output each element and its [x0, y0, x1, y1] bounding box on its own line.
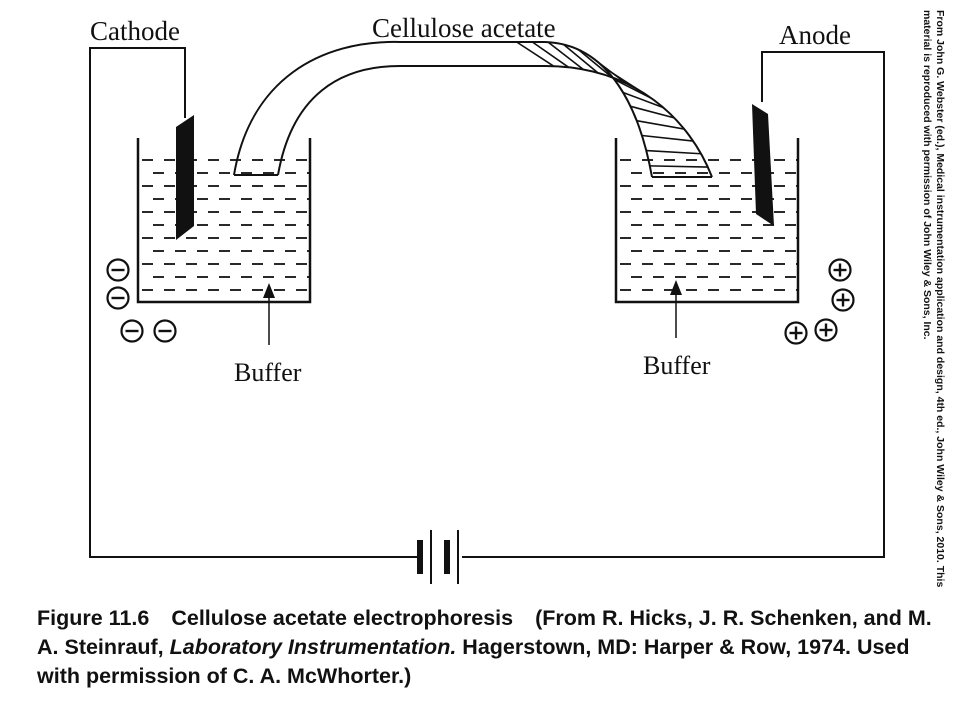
cathode-label: Cathode	[90, 16, 180, 46]
buffer-label-left: Buffer	[234, 358, 302, 387]
buffer-tank-left	[136, 138, 312, 304]
cellulose-acetate-strip	[233, 40, 713, 178]
negative-charges	[106, 258, 177, 343]
minus-charge-icon	[153, 319, 177, 343]
figure-source-book: Laboratory Instrumentation.	[169, 635, 457, 659]
plus-charge-icon	[828, 258, 852, 282]
stained-strip-section	[516, 41, 708, 168]
strip-hatch-line	[577, 49, 613, 79]
figure-number: Figure 11.6	[37, 606, 150, 630]
cathode-electrode	[176, 115, 194, 240]
strip-hatch-line	[622, 91, 664, 109]
figure-caption: Figure 11.6 Cellulose acetate electrophor…	[37, 604, 937, 691]
strip-hatch-line	[641, 134, 694, 142]
plus-charge-icon	[784, 321, 808, 345]
buffer-label-right: Buffer	[643, 351, 711, 380]
strip-hatch-line	[646, 149, 702, 155]
strip-hatch-line	[630, 105, 675, 119]
strip-hatch-line	[516, 41, 555, 67]
circuit-wire-left	[89, 47, 422, 558]
strip-hatch-line	[531, 41, 570, 68]
figure-source-prefix: (From R. Hicks, J. R. Schenken, and M. A…	[37, 606, 932, 659]
strip-hatch-line	[613, 78, 653, 100]
figure-source-suffix: Hagerstown, MD: Harper & Row, 1974. Used…	[37, 635, 910, 688]
plus-charge-icon	[814, 318, 838, 342]
battery-icon	[417, 530, 459, 584]
minus-charge-icon	[120, 319, 144, 343]
cellulose-acetate-label: Cellulose acetate	[372, 13, 556, 43]
strip-hatch-line	[603, 66, 640, 91]
circuit-wire-right	[462, 51, 885, 558]
strip-hatch-line	[649, 165, 708, 168]
positive-charges	[784, 258, 855, 345]
buffer-liquid-right	[620, 159, 798, 291]
minus-charge-icon	[106, 286, 130, 310]
plus-charge-icon	[831, 288, 855, 312]
buffer-arrow-right	[670, 280, 682, 338]
credit-line-2: material is reproduced with permission o…	[921, 10, 933, 340]
buffer-tank-right	[614, 138, 800, 304]
buffer-arrow-left	[263, 283, 275, 345]
credit-line-1: From John G. Webster (ed.), Medical inst…	[934, 10, 946, 588]
strip-hatch-line	[636, 119, 685, 130]
copyright-credit: From John G. Webster (ed.), Medical inst…	[920, 10, 946, 600]
strip-hatch-line	[563, 43, 599, 74]
anode-label: Anode	[779, 20, 851, 50]
buffer-liquid-left	[142, 159, 310, 291]
anode-electrode	[752, 104, 774, 226]
electrophoresis-diagram: Cathode Anode Cellulose acetate Buffer B…	[89, 13, 885, 584]
strip-hatch-line	[547, 41, 584, 71]
figure-title: Cellulose acetate electrophoresis	[171, 606, 514, 630]
minus-charge-icon	[106, 258, 130, 282]
